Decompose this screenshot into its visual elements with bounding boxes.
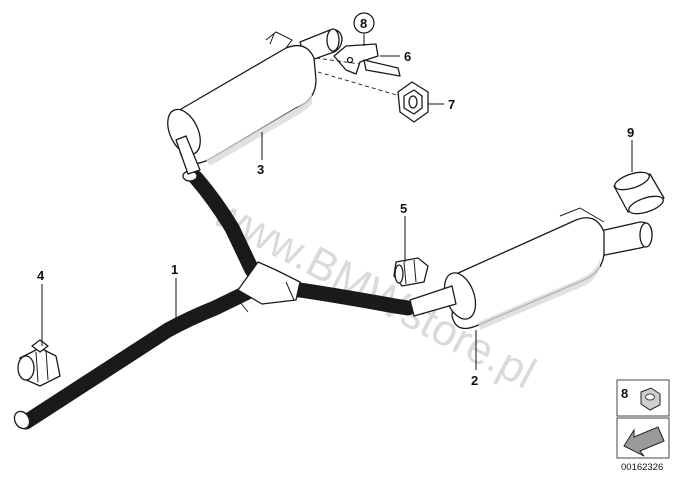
legend-box: 8 00162326 xyxy=(616,379,670,473)
callout-8-circle xyxy=(353,12,375,34)
arrow-icon xyxy=(623,426,665,457)
callout-7: 7 xyxy=(448,97,455,112)
callout-6: 6 xyxy=(404,49,411,64)
callout-1: 1 xyxy=(171,262,178,277)
callout-2: 2 xyxy=(471,373,478,388)
silencer-part-3[interactable] xyxy=(161,28,343,175)
bracket-guide-line xyxy=(315,57,361,65)
clamp-part-4[interactable] xyxy=(17,339,61,387)
callout-9: 9 xyxy=(627,125,634,140)
bracket-part-6[interactable] xyxy=(333,43,401,77)
legend-item-number: 8 xyxy=(621,386,628,401)
sleeve-part-9[interactable] xyxy=(613,169,666,217)
callout-5: 5 xyxy=(400,201,407,216)
callout-3: 3 xyxy=(257,162,264,177)
clamp-part-5[interactable] xyxy=(393,257,429,287)
rubber-mount-part-7[interactable] xyxy=(397,81,429,123)
diagram-code: 00162326 xyxy=(621,462,663,473)
silencer-part-2[interactable] xyxy=(409,207,653,330)
mount-guide-line xyxy=(317,71,401,97)
leader-lines xyxy=(41,34,633,370)
front-pipe-part-1[interactable] xyxy=(11,170,416,431)
callout-8: 8 xyxy=(360,16,367,31)
callout-4: 4 xyxy=(37,268,45,283)
